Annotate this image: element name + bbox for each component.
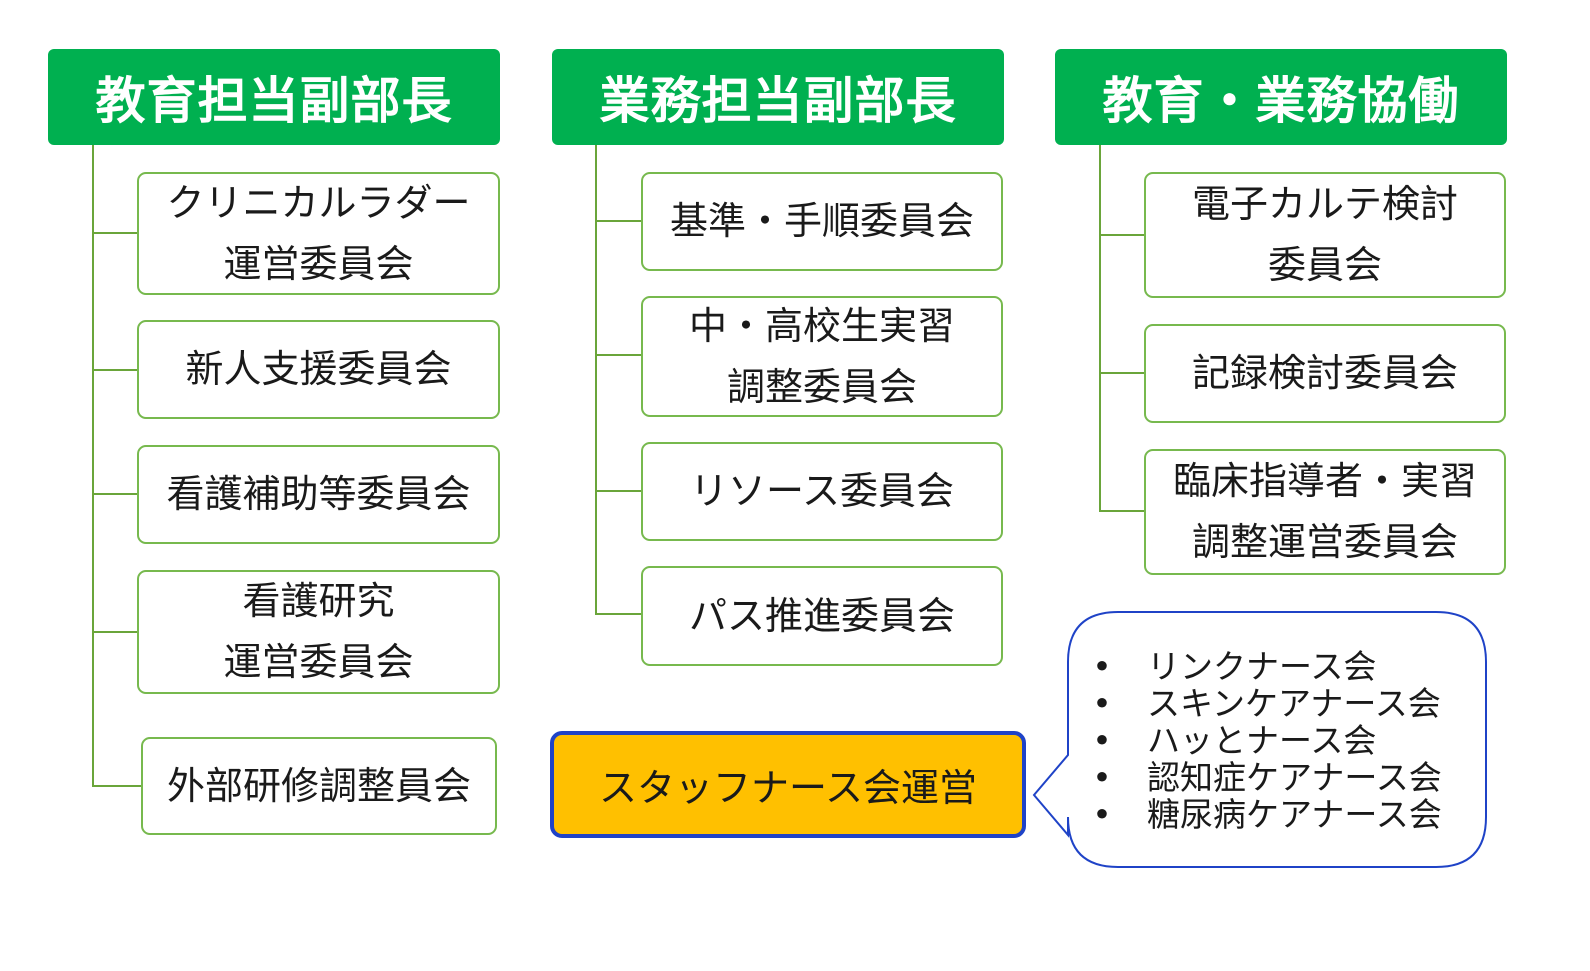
connector-branch [92, 232, 137, 234]
header-education: 教育担当副部長 [48, 49, 500, 145]
committee-label-line: 運営委員会 [223, 241, 414, 286]
committee-label-line: 臨床指導者・実習 [1172, 459, 1477, 504]
staff-nurse-meeting-box: スタッフナース会運営 [550, 731, 1026, 838]
committee-electronic-records: 電子カルテ検討委員会 [1144, 172, 1506, 298]
connector-branch [92, 369, 137, 371]
committee-label-line: 記録検討委員会 [1191, 351, 1458, 396]
committee-label-line: 委員会 [1267, 243, 1382, 287]
nurse-group-label: ハッとナース会 [1147, 721, 1377, 760]
committee-label-line: 調整委員会 [726, 364, 917, 409]
committee-label-line: 調整運営委員会 [1191, 520, 1458, 564]
header-operations: 業務担当副部長 [552, 49, 1004, 145]
connector-branch [595, 354, 641, 356]
committee-label-line: 外部研修調整員会 [166, 763, 471, 808]
header-collaboration: 教育・業務協働 [1055, 49, 1507, 145]
connector-branch [595, 220, 641, 222]
list-item: • 糖尿病ケアナース会 [1092, 795, 1442, 834]
list-item: • スキンケアナース会 [1092, 685, 1442, 722]
committee-label-line: 電子カルテ検討 [1191, 182, 1458, 227]
connector-trunk-operations [595, 145, 597, 615]
connector-branch [1099, 234, 1144, 236]
committee-clinical-path: パス推進委員会 [641, 566, 1003, 666]
bullet: • [1092, 721, 1112, 760]
committee-label-line: 運営委員会 [223, 640, 414, 684]
nurse-group-list: •リンクナース会 •スキンケアナース会 •ハッとナース会 •認知症ケアナース会 … [1092, 648, 1442, 834]
committee-documentation: 記録検討委員会 [1144, 324, 1506, 423]
committee-label-line: 基準・手順委員会 [669, 199, 974, 244]
list-item: • ハッとナース会 [1092, 722, 1442, 759]
committee-student-practicum: 中・高校生実習調整委員会 [641, 296, 1003, 417]
bullet: • [1092, 795, 1112, 834]
committee-resource: リソース委員会 [641, 442, 1003, 541]
bullet: • [1092, 684, 1112, 723]
committee-external-training: 外部研修調整員会 [141, 737, 497, 835]
nurse-group-label: 糖尿病ケアナース会 [1147, 795, 1442, 834]
connector-branch [92, 493, 137, 495]
committee-label-line: パス推進委員会 [688, 593, 955, 638]
committee-label-line: クリニカルラダー [166, 180, 471, 225]
bullet: • [1092, 758, 1112, 797]
connector-branch [1099, 372, 1144, 374]
list-item: • リンクナース会 [1092, 648, 1442, 685]
staff-nurse-meeting-label: スタッフナース会運営 [598, 766, 978, 810]
committee-nursing-assistant: 看護補助等委員会 [137, 445, 500, 544]
nurse-group-label: スキンケアナース会 [1147, 684, 1441, 723]
nurse-group-label: リンクナース会 [1147, 647, 1377, 686]
committee-label-line: リソース委員会 [689, 469, 955, 514]
connector-trunk-collaboration [1099, 145, 1101, 512]
committee-nursing-research: 看護研究運営委員会 [137, 570, 500, 694]
connector-branch [92, 631, 137, 633]
connector-branch [595, 613, 641, 615]
connector-branch [92, 785, 141, 787]
bullet: • [1092, 647, 1112, 686]
list-item: • 認知症ケアナース会 [1092, 758, 1442, 797]
committee-label-line: 看護研究 [242, 579, 395, 624]
committee-label-line: 新人支援委員会 [185, 347, 452, 392]
committee-label-line: 看護補助等委員会 [166, 472, 471, 517]
committee-clinical-ladder: クリニカルラダー運営委員会 [137, 172, 500, 295]
nurse-group-label: 認知症ケアナース会 [1147, 758, 1442, 797]
committee-standards-procedures: 基準・手順委員会 [641, 172, 1003, 271]
connector-trunk-education [92, 145, 94, 787]
committee-label-line: 中・高校生実習 [688, 303, 955, 348]
connector-branch [1099, 510, 1144, 512]
committee-clinical-instructors: 臨床指導者・実習調整運営委員会 [1144, 449, 1506, 575]
committee-new-staff-support: 新人支援委員会 [137, 320, 500, 419]
connector-branch [595, 490, 641, 492]
